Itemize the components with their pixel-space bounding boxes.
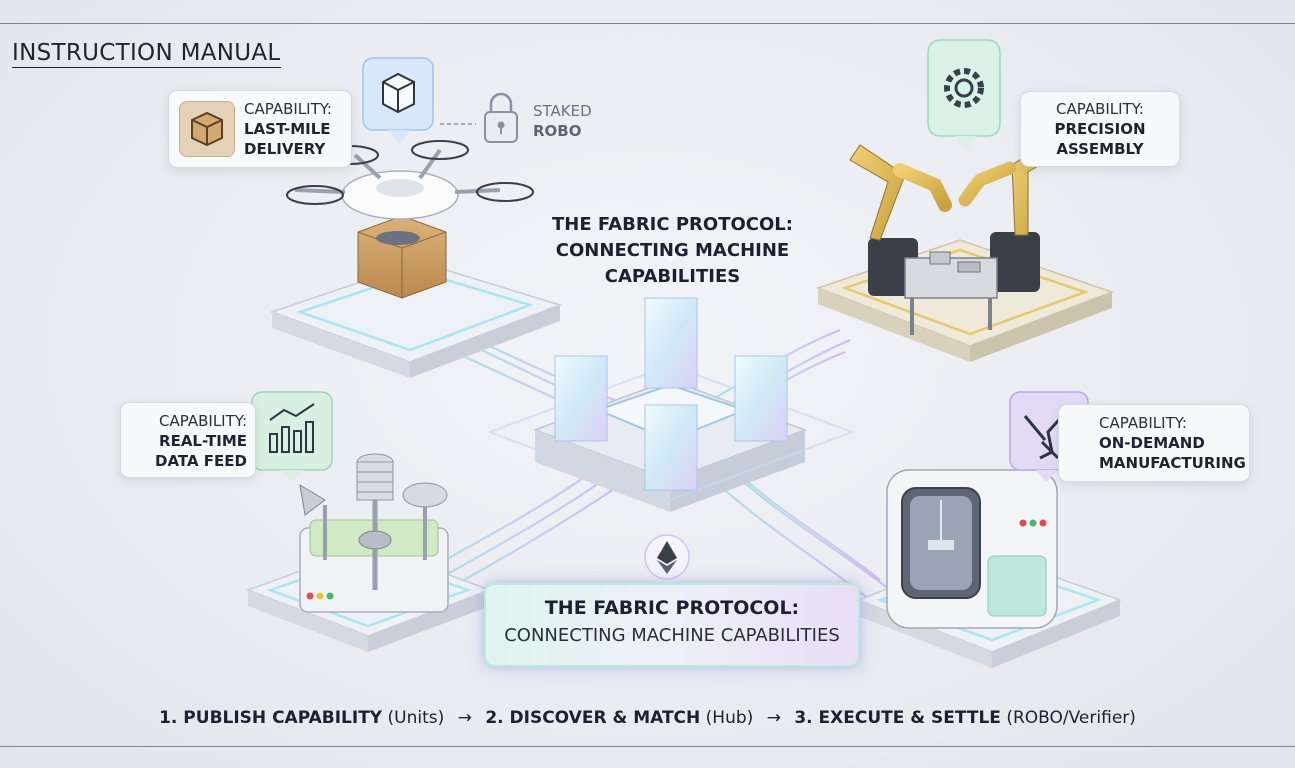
ethereum-icon — [644, 534, 690, 580]
hub-structure — [487, 250, 855, 512]
hub-title: THE FABRIC PROTOCOL: — [552, 214, 793, 235]
delivery-bubble — [362, 57, 434, 144]
top-rule — [0, 23, 1295, 24]
capability-label: CAPABILITY: — [1056, 100, 1144, 118]
hub-subtitle: CONNECTING MACHINE CAPABILITIES — [555, 240, 790, 287]
hub-heading: THE FABRIC PROTOCOL: CONNECTING MACHINE … — [495, 212, 850, 290]
lock-icon — [484, 92, 518, 143]
staked-token: ROBO — [533, 122, 582, 140]
capability-label: CAPABILITY: — [1099, 414, 1187, 432]
chart-bubble — [251, 391, 333, 482]
delivery-drone — [286, 140, 534, 299]
bottom-rule — [0, 746, 1295, 747]
protocol-banner: THE FABRIC PROTOCOL: CONNECTING MACHINE … — [484, 583, 860, 667]
staked-robo-label: STAKED ROBO — [533, 101, 592, 141]
step-2-note: (Hub) — [705, 708, 754, 728]
capability-name: PRECISION ASSEMBLY — [1054, 120, 1146, 158]
step-1-title: 1. PUBLISH CAPABILITY — [159, 708, 383, 728]
capability-name: LAST-MILE DELIVERY — [244, 120, 331, 158]
step-1-note: (Units) — [387, 708, 445, 728]
step-2-title: 2. DISCOVER & MATCH — [485, 708, 701, 728]
capability-card-data-feed: CAPABILITY: REAL-TIME DATA FEED — [120, 402, 256, 478]
step-3-note: (ROBO/Verifier) — [1006, 708, 1136, 728]
capability-card-manufacturing: CAPABILITY: ON-DEMAND MANUFACTURING — [1058, 404, 1250, 482]
process-steps: 1. PUBLISH CAPABILITY (Units) → 2. DISCO… — [0, 708, 1295, 728]
banner-subtitle: CONNECTING MACHINE CAPABILITIES — [504, 625, 840, 646]
capability-name: REAL-TIME DATA FEED — [155, 432, 247, 470]
step-3-title: 3. EXECUTE & SETTLE — [794, 708, 1001, 728]
staked-label: STAKED — [533, 102, 592, 120]
arrow-icon: → — [766, 708, 781, 728]
capability-label: CAPABILITY: — [159, 412, 247, 430]
gear-bubble — [927, 39, 1001, 150]
capability-card-assembly: CAPABILITY: PRECISION ASSEMBLY — [1020, 91, 1180, 167]
arrow-icon: → — [457, 708, 472, 728]
capability-label: CAPABILITY: — [244, 100, 332, 118]
capability-name: ON-DEMAND MANUFACTURING — [1099, 434, 1246, 472]
banner-title: THE FABRIC PROTOCOL: — [544, 597, 800, 619]
manufacturing-platform — [855, 469, 1123, 668]
capability-card-delivery: CAPABILITY: LAST-MILE DELIVERY — [168, 90, 352, 168]
data-platform — [245, 453, 493, 652]
robot-arms — [849, 144, 1046, 335]
page-title: INSTRUCTION MANUAL — [12, 40, 281, 68]
package-icon — [179, 101, 235, 157]
